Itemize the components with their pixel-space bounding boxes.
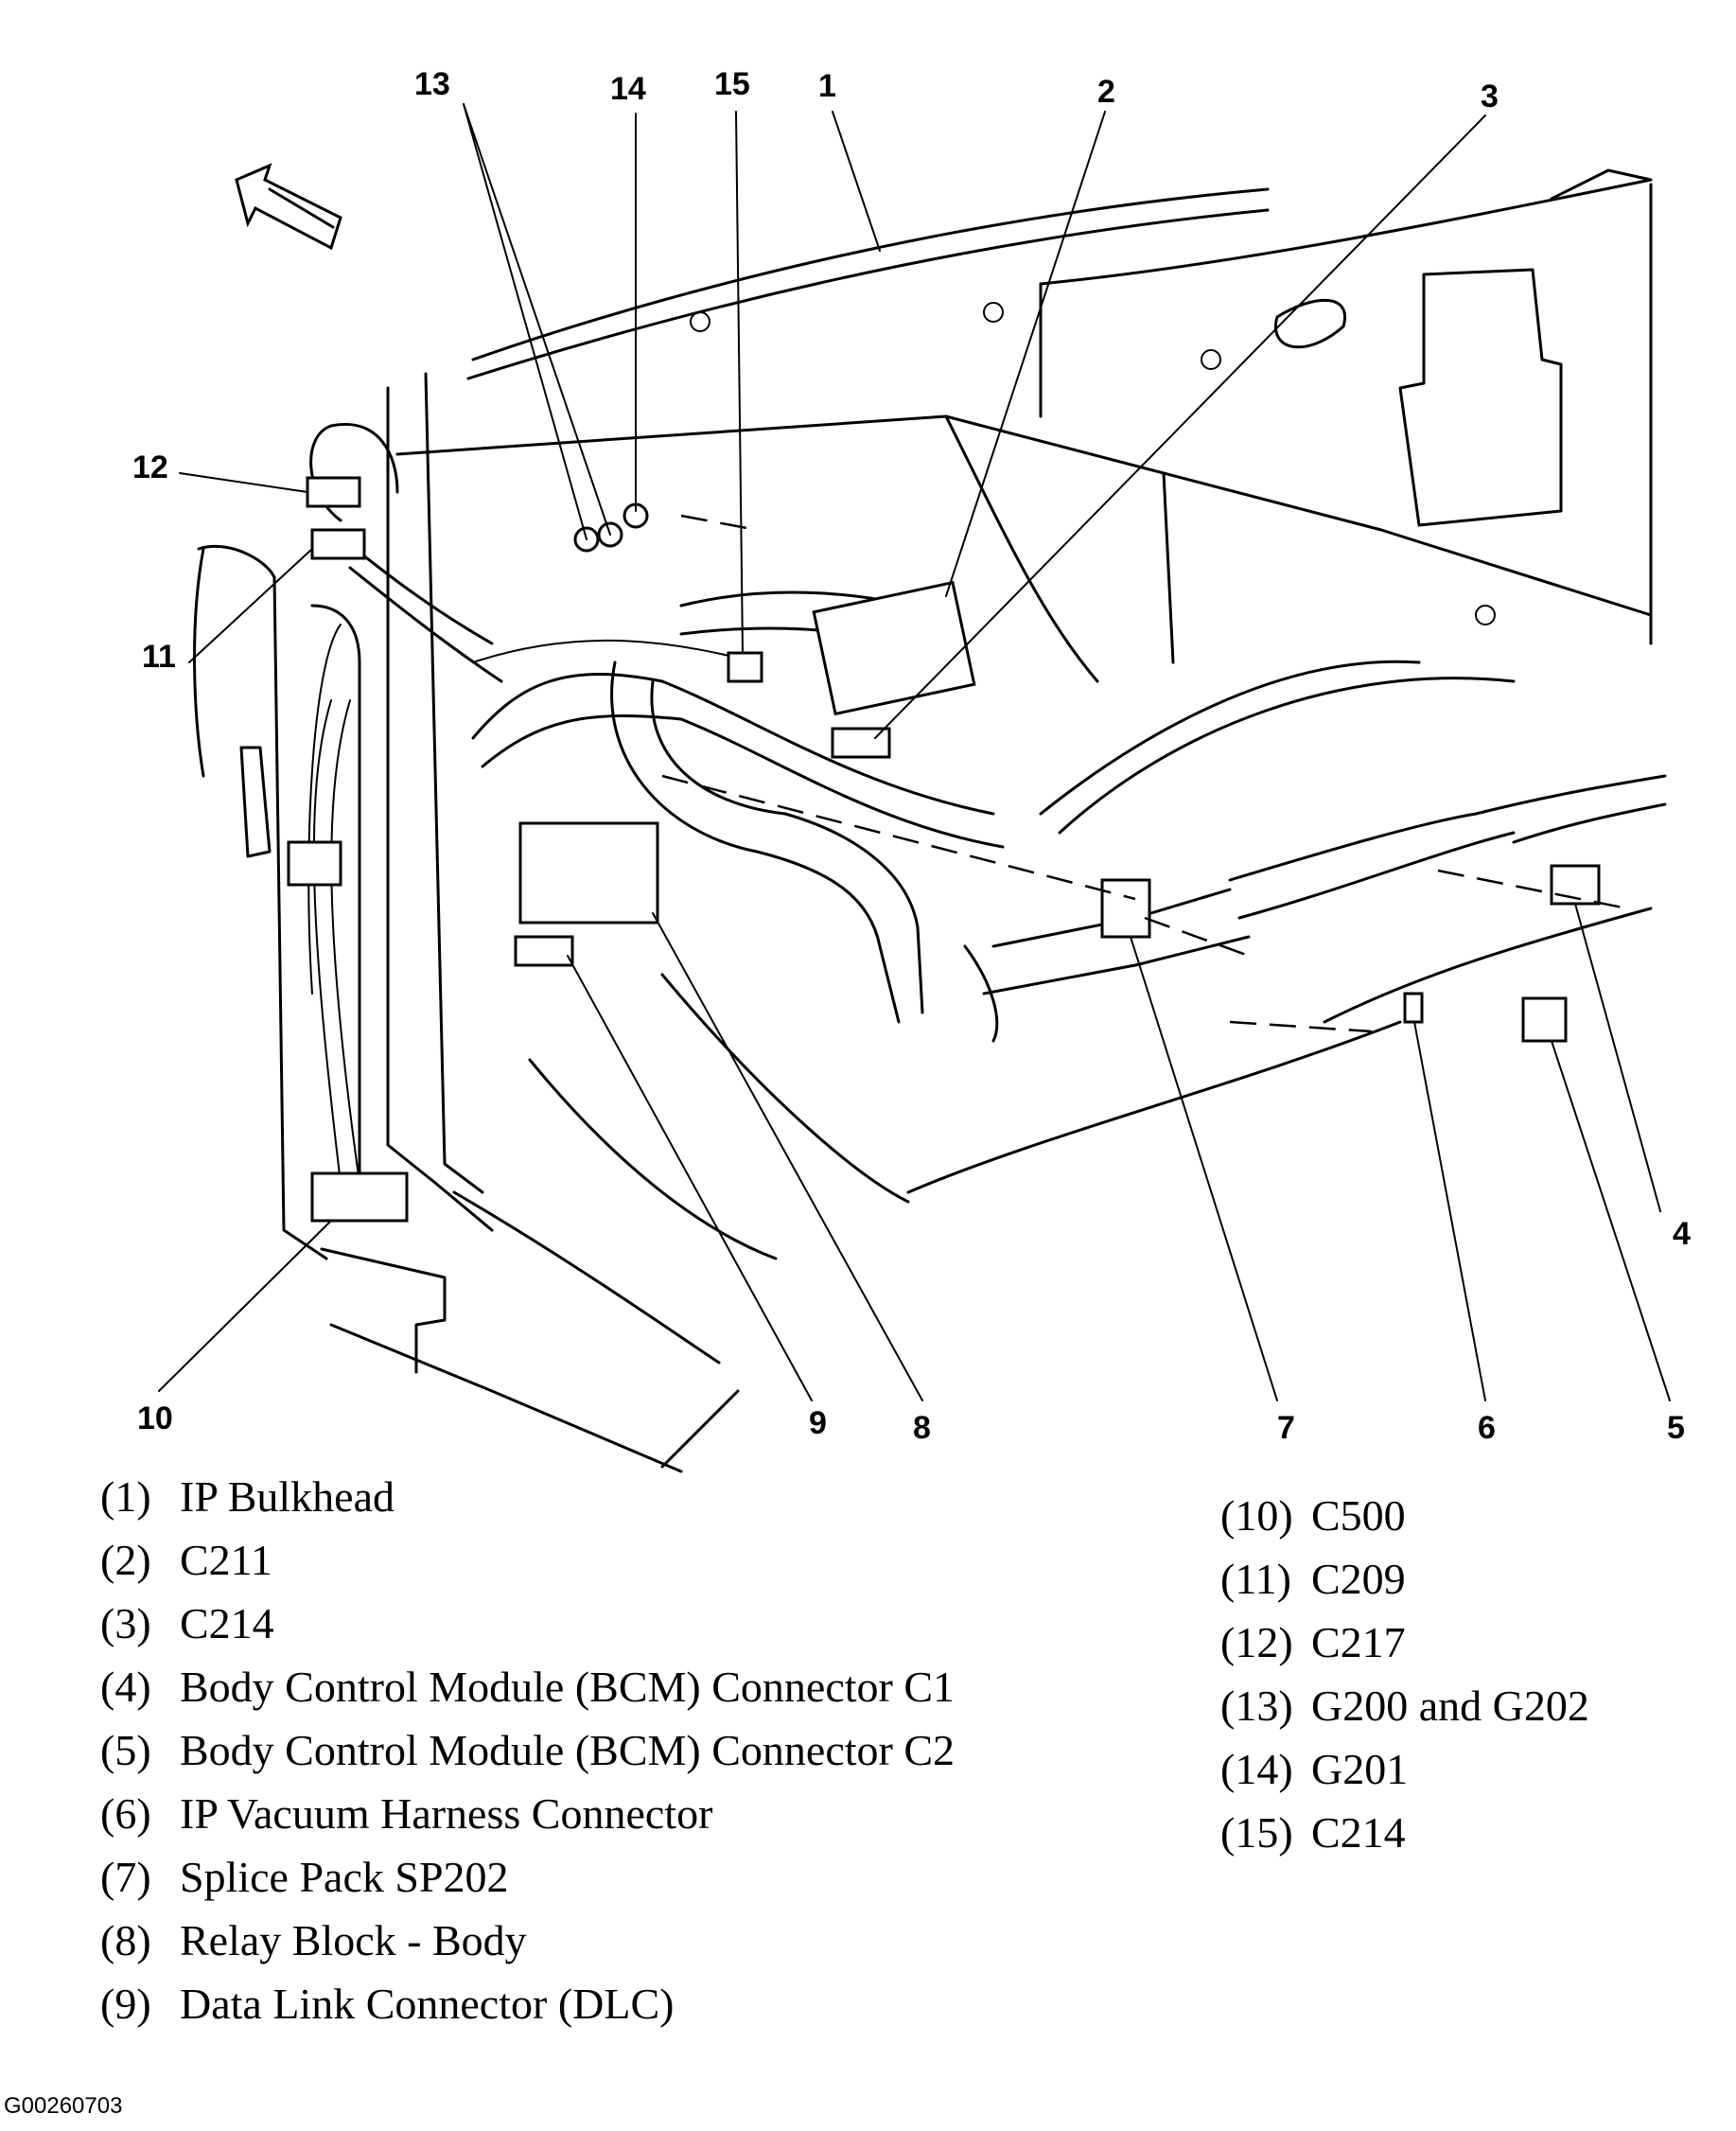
legend-item: (12)C217	[1220, 1618, 1406, 1666]
legend-item: (11)C209	[1220, 1555, 1406, 1603]
legend-item: (8)Relay Block - Body	[100, 1916, 527, 1964]
connector-c500	[310, 1171, 409, 1223]
legend-item: (5)Body Control Module (BCM) Connector C…	[100, 1726, 956, 1774]
figure-id: G00260703	[4, 2093, 123, 2119]
wiring-diagram: 1 2 3 4 5 6 7 8 9 10 11 12 13 14 15	[132, 66, 1691, 1473]
relay-block-body	[518, 821, 659, 925]
forward-arrow-icon	[235, 163, 342, 251]
callout-7: 7	[1277, 1410, 1295, 1446]
callout-10: 10	[137, 1400, 173, 1436]
legend-right: (10)C500 (11)C209 (12)C217 (13)G200 and …	[1220, 1484, 1589, 1864]
connector-c217	[306, 476, 361, 508]
connector-c209	[310, 528, 366, 560]
callout-14: 14	[610, 71, 646, 107]
legend-item: (6)IP Vacuum Harness Connector	[100, 1789, 713, 1838]
vacuum-harness-connector	[1403, 992, 1424, 1024]
main-harness	[307, 423, 1667, 1184]
legend-item: (9)Data Link Connector (DLC)	[100, 1980, 675, 2028]
splice-pack-sp202	[1100, 878, 1151, 939]
callout-8: 8	[913, 1410, 931, 1446]
callout-3: 3	[1481, 79, 1499, 114]
legend-item: (3)C214	[100, 1599, 274, 1647]
callout-2: 2	[1097, 74, 1115, 110]
legend-item: (15)C214	[1220, 1808, 1406, 1857]
legend-item: (14)G201	[1220, 1745, 1409, 1793]
callout-12: 12	[132, 449, 168, 485]
callout-5: 5	[1667, 1410, 1685, 1446]
legend-item: (10)C500	[1220, 1491, 1406, 1540]
inline-connector	[287, 840, 342, 887]
callout-13: 13	[414, 66, 450, 102]
callout-4: 4	[1673, 1216, 1691, 1252]
legend-item: (7)Splice Pack SP202	[100, 1853, 509, 1901]
callout-1: 1	[818, 68, 836, 104]
dlc-connector	[514, 935, 574, 967]
connector-c214-inline	[727, 651, 763, 683]
callout-9: 9	[809, 1405, 827, 1441]
legend-item: (13)G200 and G202	[1220, 1682, 1589, 1730]
reference-lines	[661, 514, 1628, 1033]
bulkhead-outline	[395, 168, 1653, 1469]
callout-labels: 1 2 3 4 5 6 7 8 9 10 11 12 13 14 15	[132, 66, 1691, 1446]
components	[287, 302, 1601, 1223]
connector-c211	[812, 580, 976, 716]
legend-item: (2)C211	[100, 1536, 272, 1584]
pillar-outline	[193, 372, 683, 1473]
legend-item: (4)Body Control Module (BCM) Connector C…	[100, 1663, 956, 1711]
legend-item: (1)IP Bulkhead	[100, 1472, 395, 1521]
callout-15: 15	[714, 66, 750, 102]
callout-11: 11	[142, 639, 176, 675]
bcm-connector-c2	[1521, 996, 1568, 1043]
legend-left: (1)IP Bulkhead (2)C211 (3)C214 (4)Body C…	[100, 1465, 955, 2035]
callout-6: 6	[1478, 1410, 1496, 1446]
leader-lines	[158, 103, 1671, 1401]
